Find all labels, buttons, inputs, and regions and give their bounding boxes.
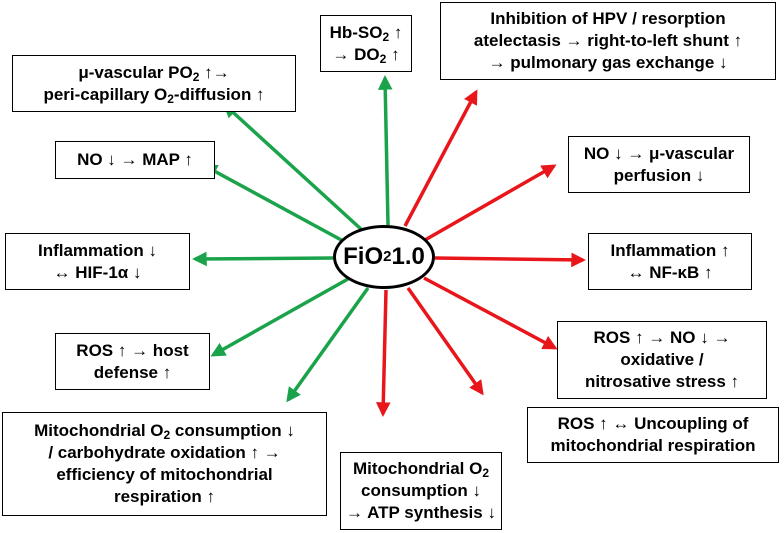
fio2-main: FiO (343, 243, 384, 270)
ros-stress-line3: nitrosative stress ↑ (584, 372, 739, 391)
arrow-to-ros-host (210, 277, 349, 357)
hbso2-arrow: ↑ (389, 22, 403, 42)
mito-bottom-line2: consumption ↓ (361, 481, 481, 500)
hbso2-sub: 2 (382, 29, 390, 44)
ros-host-line1: ROS ↑ → host (76, 340, 189, 360)
ros-uncoupling-line2: mitochondrial respiration (550, 436, 756, 455)
ros-host-box: ROS ↑ → host defense ↑ (55, 333, 210, 390)
mito-left-text: Mitochondrial O (34, 421, 164, 440)
mito-left-line1: Mitochondrial O2 consumption ↓ (34, 420, 295, 442)
mito-bottom-line3: → ATP synthesis ↓ (346, 503, 496, 522)
do2-text: → DO (332, 44, 380, 64)
mvascular-line2: peri-capillary O2-diffusion ↑ (43, 84, 264, 106)
inflammation-hif-line1: Inflammation ↓ (37, 240, 157, 260)
mvascular-text: μ-vascular PO (78, 62, 193, 82)
mito-left-line4: respiration ↑ (113, 487, 216, 506)
arrow-to-inflammation-nfkb (434, 252, 586, 268)
arrow-to-mito-left (286, 286, 370, 403)
mito-bottom-box: Mitochondrial O2 consumption ↓ → ATP syn… (340, 452, 502, 530)
inflammation-nfkb-box: Inflammation ↑ ↔ NF-κB ↑ (588, 233, 752, 290)
pericap-sub: 2 (167, 91, 174, 106)
ros-stress-line2: oxidative / (620, 350, 704, 369)
inflammation-hif-line2: ↔ HIF-1α ↓ (53, 262, 142, 282)
hbso2-line1: Hb-SO2 ↑ (330, 22, 403, 44)
arrow-to-mito-bottom (375, 289, 391, 417)
pericap-rest: -diffusion ↑ (173, 84, 265, 104)
inflammation-nfkb-line1: Inflammation ↑ (610, 240, 730, 260)
ros-uncoupling-line1: ROS ↑ ↔ Uncoupling of (557, 414, 749, 433)
arrow-to-inflammation-hif (192, 251, 334, 267)
arrow-to-ros-uncoupling (406, 286, 484, 396)
mito-left-consumption: consumption ↓ (170, 421, 295, 440)
arrow-to-no-perfusion (424, 164, 557, 242)
hpv-line1: Inhibition of HPV / resorption (490, 9, 726, 28)
mvascular-line1: μ-vascular PO2 ↑→ (78, 62, 229, 84)
ros-uncoupling-box: ROS ↑ ↔ Uncoupling of mitochondrial resp… (527, 407, 779, 463)
no-perfusion-line2: perfusion ↓ (613, 165, 705, 185)
mito-bottom-text: Mitochondrial O (352, 459, 483, 478)
no-perfusion-box: NO ↓ → μ-vascular perfusion ↓ (568, 136, 750, 193)
arrow-to-no-map (202, 164, 346, 244)
mito-bottom-sub: 2 (482, 466, 490, 480)
do2-arrow: ↑ (386, 44, 400, 64)
no-perfusion-line1: NO ↓ → μ-vascular (583, 143, 735, 163)
mito-left-line3: efficiency of mitochondrial (56, 465, 273, 484)
mvascular-sub: 2 (192, 69, 200, 84)
hbso2-line2: → DO2 ↑ (332, 44, 399, 66)
mito-left-box: Mitochondrial O2 consumption ↓ / carbohy… (2, 412, 327, 516)
inflammation-nfkb-line2: ↔ NF-κB ↑ (627, 262, 713, 282)
arrow-to-hbso2 (377, 75, 393, 226)
mvascular-box: μ-vascular PO2 ↑→ peri-capillary O2-diff… (12, 55, 296, 112)
no-map-box: NO ↓ → MAP ↑ (55, 141, 215, 179)
pericap-text: peri-capillary O (43, 84, 168, 104)
hbso2-text: Hb-SO (329, 22, 383, 42)
no-map-line1: NO ↓ → MAP ↑ (77, 150, 193, 169)
arrow-to-hpv (403, 89, 478, 227)
hpv-line3: → pulmonary gas exchange ↓ (488, 53, 728, 72)
arrow-to-mvascular (222, 103, 364, 232)
do2-sub: 2 (379, 51, 387, 66)
inflammation-hif-box: Inflammation ↓ ↔ HIF-1α ↓ (5, 233, 190, 290)
mito-left-line2: / carbohydrate oxidation ↑ → (48, 443, 281, 462)
arrow-to-ros-stress (423, 276, 558, 350)
fio2-value: 1.0 (391, 243, 425, 270)
mito-bottom-line1: Mitochondrial O2 (353, 458, 489, 480)
hpv-line2: atelectasis → right-to-left shunt ↑ (473, 31, 743, 50)
ros-stress-box: ROS ↑ → NO ↓ → oxidative / nitrosative s… (557, 321, 767, 399)
hpv-box: Inhibition of HPV / resorption atelectas… (440, 2, 776, 80)
ros-stress-line1: ROS ↑ → NO ↓ → (593, 328, 731, 347)
ros-host-line2: defense ↑ (93, 362, 172, 382)
mvascular-arrow: ↑→ (199, 62, 230, 82)
mito-left-sub: 2 (163, 428, 171, 442)
hbso2-box: Hb-SO2 ↑ → DO2 ↑ (320, 15, 412, 72)
